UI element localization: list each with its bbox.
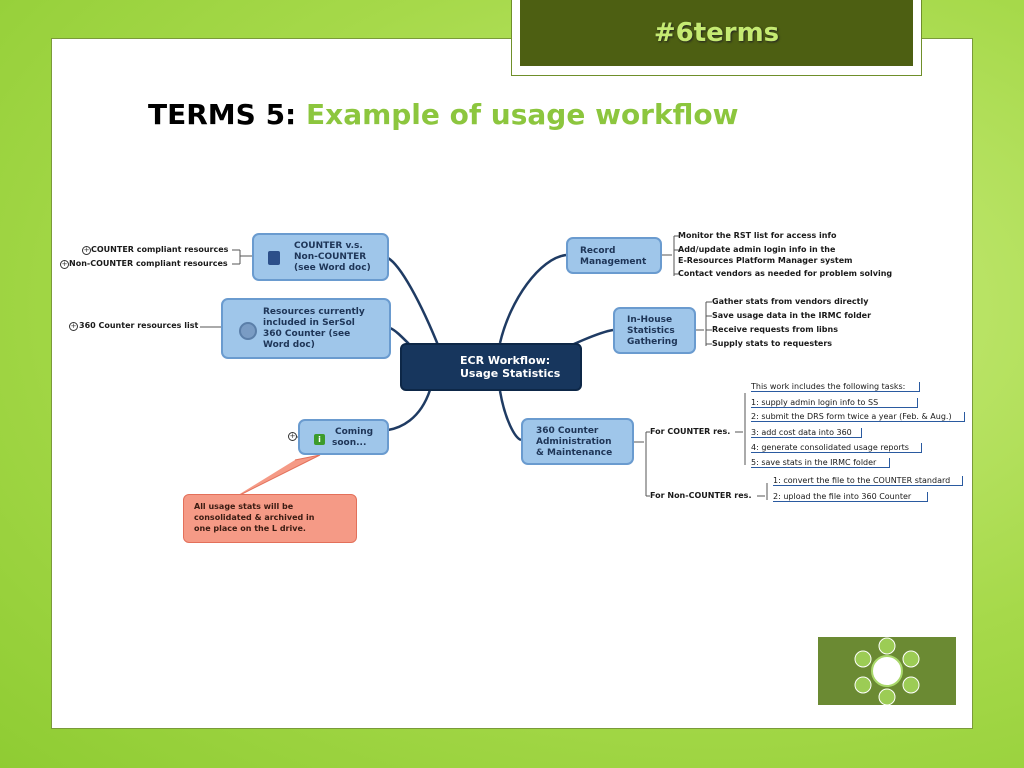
record-leaf: Contact vendors as needed for problem so… <box>678 269 893 278</box>
callout-line: consolidated & archived in <box>194 513 315 522</box>
counter-node-line: Non-COUNTER <box>294 252 367 262</box>
branch-record <box>498 253 567 344</box>
coming-node-line: Coming <box>335 427 374 437</box>
central-node-line2: Usage Statistics <box>460 367 561 380</box>
counter-icon <box>268 251 280 265</box>
expand-icon[interactable]: + <box>60 260 69 269</box>
record-node-line: Record <box>580 246 616 256</box>
resources-node[interactable]: Resources currently included in SerSol 3… <box>221 298 391 359</box>
counter-task: 4: generate consolidated usage reports <box>751 443 922 453</box>
tasks-header: This work includes the following tasks: <box>751 382 920 392</box>
record-leaf: Monitor the RST list for access info <box>678 231 837 240</box>
for-noncounter-label: For Non-COUNTER res. <box>650 491 752 500</box>
central-node-line1: ECR Workflow: <box>460 354 551 367</box>
expand-icon[interactable]: + <box>69 322 78 331</box>
callout-line: All usage stats will be <box>194 502 294 511</box>
expand-icon[interactable]: + <box>288 432 297 441</box>
inhouse-leaf: Receive requests from libns <box>712 325 838 334</box>
inhouse-leaf: Save usage data in the IRMC folder <box>712 311 872 320</box>
counter-task: 2: submit the DRS form twice a year (Feb… <box>751 412 965 422</box>
for-counter-label: For COUNTER res. <box>650 427 731 436</box>
record-node[interactable]: Record Management <box>566 237 662 274</box>
title-highlight: Example of usage workflow <box>306 98 739 131</box>
inhouse-node-line: Statistics <box>627 326 675 336</box>
resources-node-line: 360 Counter (see <box>263 329 351 339</box>
workflow-thumbnail <box>818 637 956 706</box>
counter-leaf: COUNTER compliant resources <box>91 245 229 254</box>
title-prefix: TERMS 5: <box>148 98 297 131</box>
resources-node-line: Word doc) <box>263 340 315 350</box>
info-icon: i <box>314 434 325 445</box>
resources-node-line: included in SerSol <box>263 318 355 328</box>
branch-coming <box>387 389 432 432</box>
record-leaf-bracket <box>662 235 680 276</box>
resources-leaf: 360 Counter resources list <box>79 321 199 330</box>
counter-leaf: Non-COUNTER compliant resources <box>69 259 228 268</box>
admin-node-line: Administration <box>536 437 612 447</box>
resources-node-line: Resources currently <box>263 307 365 317</box>
admin-node[interactable]: 360 Counter Administration & Maintenance <box>521 418 634 465</box>
for-noncounter-bracket <box>757 483 768 500</box>
callout-note: All usage stats will be consolidated & a… <box>183 494 357 543</box>
gears-icon <box>239 322 257 340</box>
record-leaf: Add/update admin login info in the <box>678 245 836 254</box>
coming-node[interactable]: i Coming soon... <box>298 419 389 455</box>
slide-title: TERMS 5: Example of usage workflow <box>148 98 738 131</box>
coming-node-line: soon... <box>332 438 367 448</box>
inhouse-leaf: Supply stats to requesters <box>712 339 833 348</box>
callout-line: one place on the L drive. <box>194 524 306 533</box>
header-tag: #6terms <box>520 0 913 66</box>
counter-task: 5: save stats in the IRMC folder <box>751 458 890 468</box>
thumbnail-diagram <box>854 637 920 706</box>
noncounter-task: 1: convert the file to the COUNTER stand… <box>773 476 963 486</box>
record-node-line: Management <box>580 257 647 267</box>
inhouse-node-line: In-House <box>627 315 673 325</box>
branch-admin <box>498 390 522 442</box>
callout-pointer <box>229 454 321 501</box>
counter-task: 1: supply admin login info to SS <box>751 398 918 408</box>
noncounter-task: 2: upload the file into 360 Counter <box>773 492 928 502</box>
counter-node-line: COUNTER v.s. <box>294 241 363 251</box>
counter-task: 3: add cost data into 360 <box>751 428 862 438</box>
for-counter-bracket <box>735 393 746 465</box>
expand-icon[interactable]: + <box>82 246 91 255</box>
inhouse-node[interactable]: In-House Statistics Gathering <box>613 307 696 354</box>
inhouse-leaf-bracket <box>696 301 712 346</box>
counter-leaf-bracket <box>232 249 252 265</box>
counter-node[interactable]: COUNTER v.s. Non-COUNTER (see Word doc) <box>252 233 389 281</box>
central-node[interactable]: ECR Workflow: Usage Statistics <box>400 343 582 391</box>
admin-node-line: & Maintenance <box>536 448 613 458</box>
counter-node-line: (see Word doc) <box>294 263 371 273</box>
record-leaf: E-Resources Platform Manager system <box>678 256 853 265</box>
admin-leaf-bracket <box>634 431 650 497</box>
branch-resources <box>389 326 411 346</box>
branch-counter <box>387 256 442 351</box>
inhouse-node-line: Gathering <box>627 337 678 347</box>
admin-node-line: 360 Counter <box>536 426 599 436</box>
inhouse-leaf: Gather stats from vendors directly <box>712 297 869 306</box>
